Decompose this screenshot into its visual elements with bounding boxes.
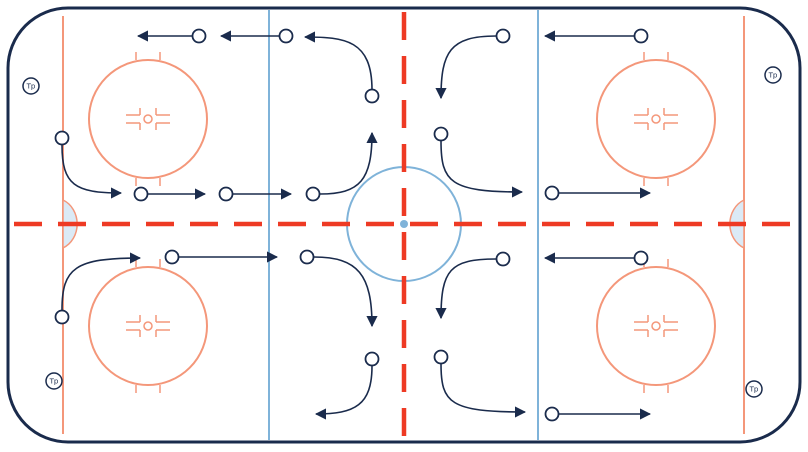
player-marker [191, 28, 207, 44]
player-marker [364, 88, 380, 104]
movement-arrow [313, 256, 378, 328]
player-marker [54, 130, 70, 146]
player-marker [54, 309, 70, 325]
svg-text:Tp: Tp [749, 386, 759, 394]
center-dot [400, 220, 408, 228]
tp-marker-top-right: Tp [764, 66, 782, 84]
faceoff-circle-bottom-right [596, 259, 716, 393]
players [54, 28, 649, 422]
movement-arrow [435, 35, 497, 100]
movement-arrow [303, 31, 373, 91]
movement-arrow [440, 140, 524, 198]
player-marker [544, 406, 560, 422]
player-marker [495, 28, 511, 44]
movement-arrow [314, 365, 373, 420]
svg-text:Tp: Tp [768, 72, 778, 80]
player-marker [433, 126, 449, 142]
player-marker [433, 349, 449, 365]
player-marker [495, 251, 511, 267]
player-marker [364, 351, 380, 367]
player-marker [544, 185, 560, 201]
tp-marker-bottom-left: Tp [45, 372, 63, 390]
player-marker [633, 28, 649, 44]
faceoff-circle-top-left [88, 52, 208, 186]
faceoff-circle-bottom-left [88, 259, 208, 393]
movement-arrows [61, 30, 652, 420]
player-marker [305, 186, 321, 202]
movement-arrow [435, 258, 497, 320]
movement-arrow [440, 363, 527, 418]
movement-arrow [61, 252, 142, 311]
faceoff-circle-top-right [596, 52, 716, 186]
player-marker [299, 249, 315, 265]
player-marker [278, 28, 294, 44]
player-marker [133, 186, 149, 202]
movement-arrow [61, 144, 123, 199]
player-marker [633, 250, 649, 266]
tp-marker-bottom-right: Tp [745, 380, 763, 398]
player-marker [218, 186, 234, 202]
svg-text:Tp: Tp [49, 378, 59, 386]
tp-marker-top-left: Tp [22, 77, 40, 95]
svg-text:Tp: Tp [26, 83, 36, 91]
player-marker [164, 249, 180, 265]
movement-arrow [319, 131, 378, 195]
